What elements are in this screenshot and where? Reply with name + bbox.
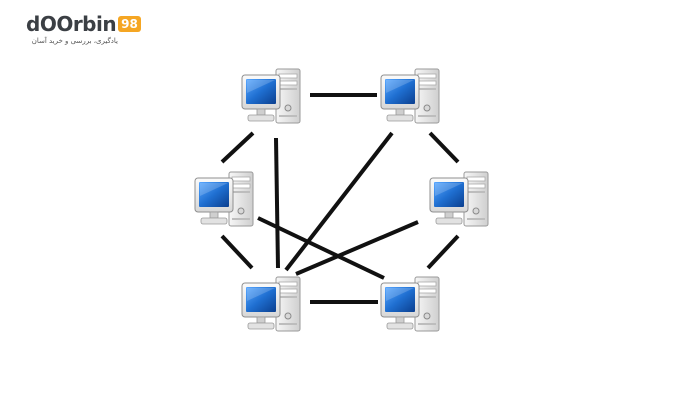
- network-links: [220, 93, 460, 304]
- pc-mid-right-computer-icon: [429, 171, 489, 227]
- link-pc-top-left-pc-mid-left: [220, 131, 255, 164]
- link-pc-mid-left-pc-bottom-left: [220, 234, 254, 270]
- link-pc-top-right-pc-mid-right: [428, 131, 460, 164]
- link-pc-top-right-pc-bottom-left: [284, 131, 394, 272]
- logo-tagline: یادگیری، بررسی و خرید آسان: [31, 37, 118, 45]
- link-pc-mid-right-pc-bottom-left: [295, 220, 419, 276]
- logo-wordmark: dOOrbin: [26, 12, 117, 36]
- pc-bottom-right-computer-icon: [380, 276, 440, 332]
- pc-top-right-computer-icon: [380, 68, 440, 124]
- pc-mid-left-computer-icon: [194, 171, 254, 227]
- pc-bottom-left-computer-icon: [241, 276, 301, 332]
- logo-badge: 98: [118, 16, 141, 32]
- network-nodes: [194, 68, 489, 332]
- link-pc-mid-left-pc-bottom-right: [257, 216, 385, 280]
- pc-top-left-computer-icon: [241, 68, 301, 124]
- brand-logo: dOOrbin 98 یادگیری، بررسی و خرید آسان: [26, 14, 141, 45]
- link-pc-mid-right-pc-bottom-right: [426, 234, 460, 270]
- logo-mark: dOOrbin 98: [26, 14, 141, 34]
- link-pc-top-left-pc-bottom-left: [274, 137, 280, 269]
